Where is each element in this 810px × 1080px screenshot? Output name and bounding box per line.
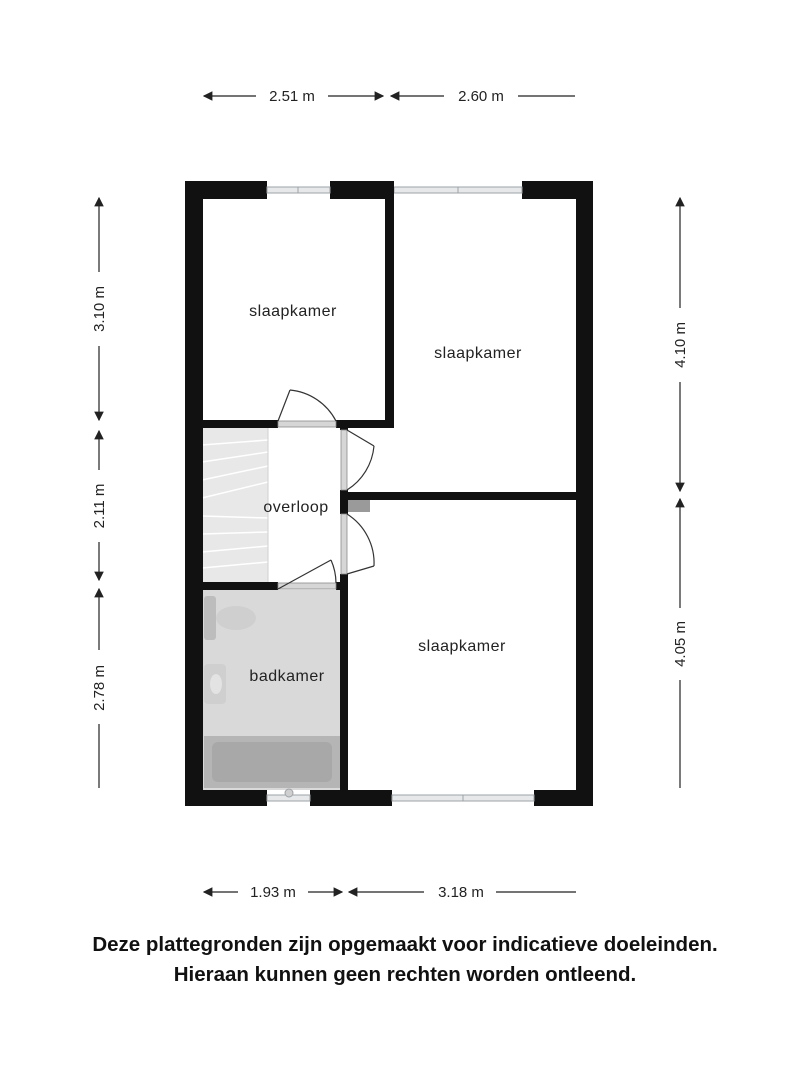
disclaimer: Deze plattegronden zijn opgemaakt voor i…: [0, 930, 810, 990]
dimension-label: 2.78 m: [91, 665, 108, 711]
dimension-right-bottom: 4.05 m: [672, 497, 689, 788]
dimension-right-top: 4.10 m: [672, 196, 689, 493]
dimension-label: 2.11 m: [91, 484, 108, 529]
dimension-bottom-right: 3.18 m: [347, 884, 576, 901]
room-label-landing: overloop: [263, 499, 328, 516]
dimension-left-middle: 2.11 m: [91, 429, 108, 582]
room-label-bedroom-top-left: slaapkamer: [249, 303, 337, 320]
room-label-bedroom-bottom-right: slaapkamer: [418, 638, 506, 655]
dimension-label: 3.10 m: [91, 286, 108, 332]
dimension-label: 4.05 m: [672, 621, 689, 667]
staircase: [201, 428, 269, 582]
dimension-top-left: 2.51 m: [202, 88, 385, 105]
interior-walls: [185, 181, 593, 806]
toilet: [204, 596, 256, 640]
dimension-label: 3.18 m: [438, 884, 484, 901]
door-frames: [277, 420, 348, 590]
room-label-bathroom: badkamer: [249, 668, 324, 685]
disclaimer-line-1: Deze plattegronden zijn opgemaakt voor i…: [92, 933, 718, 956]
dimension-left-bottom: 2.78 m: [91, 587, 108, 788]
windows: [266, 186, 535, 802]
shaft: [346, 500, 370, 512]
dimension-bottom-left: 1.93 m: [202, 884, 344, 901]
sink: [204, 664, 226, 704]
door-swings: [277, 389, 375, 590]
dimension-top-right: 2.60 m: [389, 88, 575, 105]
dimension-label: 2.51 m: [269, 88, 315, 105]
room-label-bedroom-top-right: slaapkamer: [434, 345, 522, 362]
bathtub: [204, 736, 340, 788]
dimension-label: 1.93 m: [250, 884, 296, 901]
dimension-label: 2.60 m: [458, 88, 504, 105]
dimension-left-top: 3.10 m: [91, 196, 108, 422]
dimension-label: 4.10 m: [672, 322, 689, 368]
outer-walls: [185, 181, 593, 806]
disclaimer-line-2: Hieraan kunnen geen rechten worden ontle…: [173, 963, 637, 986]
